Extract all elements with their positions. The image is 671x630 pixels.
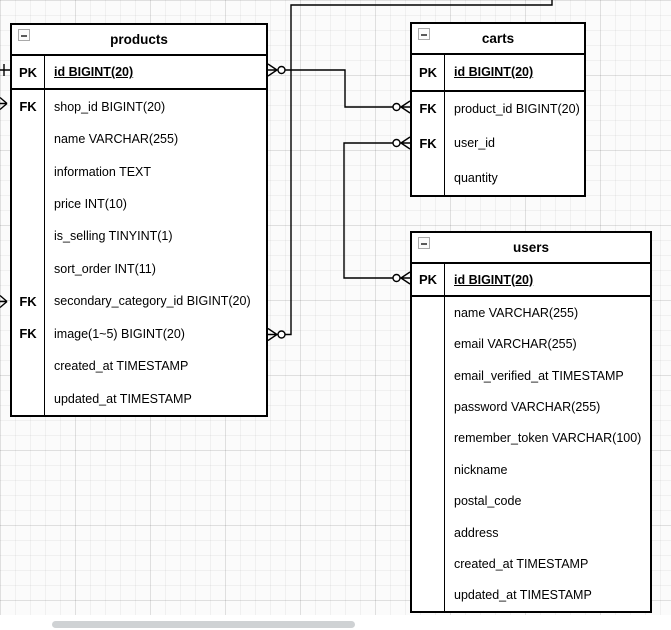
row-field-text: id BIGINT(20) bbox=[54, 65, 134, 80]
table-row[interactable]: PK id BIGINT(20) bbox=[412, 264, 650, 298]
row-field-text: secondary_category_id BIGINT(20) bbox=[54, 294, 251, 309]
table-row[interactable]: FK user_id bbox=[412, 126, 584, 161]
entity-users[interactable]: users PK id BIGINT(20) name VARCHAR(255)… bbox=[410, 231, 652, 613]
collapse-icon[interactable] bbox=[18, 29, 30, 41]
table-row[interactable]: postal_code bbox=[412, 485, 650, 517]
row-field-text: price INT(10) bbox=[54, 197, 127, 212]
entity-products[interactable]: products PK id BIGINT(20) FK shop_id BIG… bbox=[10, 23, 268, 417]
horizontal-scrollbar[interactable] bbox=[52, 621, 355, 628]
entity-carts-rows: PK id BIGINT(20) FK product_id BIGINT(20… bbox=[412, 55, 584, 195]
row-field-text: name VARCHAR(255) bbox=[454, 306, 579, 321]
row-field-text: updated_at TIMESTAMP bbox=[54, 391, 192, 406]
row-key-label bbox=[412, 297, 445, 329]
row-field-text: name VARCHAR(255) bbox=[54, 132, 179, 147]
row-key-label bbox=[412, 160, 445, 195]
row-field-text: id BIGINT(20) bbox=[454, 65, 534, 80]
row-key-label bbox=[412, 579, 445, 611]
entity-title: products bbox=[110, 32, 168, 47]
row-field-text: shop_id BIGINT(20) bbox=[54, 99, 166, 114]
row-key-label bbox=[12, 382, 45, 415]
entity-products-header[interactable]: products bbox=[12, 25, 266, 56]
row-key-label bbox=[412, 391, 445, 423]
entity-carts-header[interactable]: carts bbox=[412, 24, 584, 55]
row-field-text: id BIGINT(20) bbox=[454, 272, 534, 287]
row-field-text: created_at TIMESTAMP bbox=[454, 556, 589, 571]
row-key-label bbox=[412, 422, 445, 455]
table-row[interactable]: name VARCHAR(255) bbox=[12, 122, 266, 156]
row-field-text: remember_token VARCHAR(100) bbox=[454, 431, 642, 446]
row-field-text: is_selling TINYINT(1) bbox=[54, 229, 173, 244]
table-row[interactable]: is_selling TINYINT(1) bbox=[12, 220, 266, 253]
table-row[interactable]: email_verified_at TIMESTAMP bbox=[412, 360, 650, 392]
row-key-label: FK bbox=[12, 285, 45, 318]
table-row[interactable]: FK secondary_category_id BIGINT(20) bbox=[12, 285, 266, 318]
row-key-label bbox=[12, 220, 45, 253]
entity-title: carts bbox=[481, 31, 515, 46]
row-key-label: FK bbox=[12, 90, 45, 123]
table-row[interactable]: name VARCHAR(255) bbox=[412, 297, 650, 329]
table-row[interactable]: sort_order INT(11) bbox=[12, 252, 266, 286]
row-key-label bbox=[12, 187, 45, 221]
row-key-label bbox=[412, 485, 445, 517]
row-key-label bbox=[412, 360, 445, 392]
entity-users-header[interactable]: users bbox=[412, 233, 650, 264]
row-key-label: FK bbox=[12, 317, 45, 351]
entity-users-rows: PK id BIGINT(20) name VARCHAR(255) email… bbox=[412, 264, 650, 611]
table-row[interactable]: created_at TIMESTAMP bbox=[12, 350, 266, 383]
collapse-icon[interactable] bbox=[418, 28, 430, 40]
row-key-label: FK bbox=[412, 126, 445, 161]
row-field-text: nickname bbox=[454, 462, 508, 477]
row-key-label bbox=[12, 350, 45, 383]
row-field-text: created_at TIMESTAMP bbox=[54, 359, 189, 374]
row-field-text: email_verified_at TIMESTAMP bbox=[454, 368, 624, 383]
row-field-text: sort_order INT(11) bbox=[54, 261, 156, 276]
row-field-text: updated_at TIMESTAMP bbox=[454, 588, 592, 603]
entity-products-rows: PK id BIGINT(20) FK shop_id BIGINT(20) n… bbox=[12, 56, 266, 415]
table-row[interactable]: email VARCHAR(255) bbox=[412, 328, 650, 361]
row-field-text: quantity bbox=[454, 170, 498, 185]
collapse-icon[interactable] bbox=[418, 237, 430, 249]
row-field-text: email VARCHAR(255) bbox=[454, 337, 577, 352]
row-key-label bbox=[12, 252, 45, 286]
table-row[interactable]: remember_token VARCHAR(100) bbox=[412, 422, 650, 455]
entity-title: users bbox=[512, 240, 550, 255]
row-key-label bbox=[12, 122, 45, 156]
row-field-text: image(1~5) BIGINT(20) bbox=[54, 326, 185, 341]
table-row[interactable]: PK id BIGINT(20) bbox=[412, 55, 584, 92]
table-row[interactable]: information TEXT bbox=[12, 155, 266, 188]
table-row[interactable]: FK shop_id BIGINT(20) bbox=[12, 90, 266, 123]
table-row[interactable]: updated_at TIMESTAMP bbox=[412, 579, 650, 611]
row-key-label: PK bbox=[412, 264, 445, 296]
row-key-label bbox=[412, 454, 445, 486]
table-row[interactable]: password VARCHAR(255) bbox=[412, 391, 650, 423]
row-field-text: address bbox=[454, 525, 499, 540]
table-row[interactable]: price INT(10) bbox=[12, 187, 266, 221]
table-row[interactable]: nickname bbox=[412, 454, 650, 486]
table-row[interactable]: PK id BIGINT(20) bbox=[12, 56, 266, 91]
table-row[interactable]: updated_at TIMESTAMP bbox=[12, 382, 266, 415]
row-key-label bbox=[12, 155, 45, 188]
row-field-text: postal_code bbox=[454, 494, 522, 509]
row-key-label bbox=[412, 516, 445, 549]
table-row[interactable]: FK product_id BIGINT(20) bbox=[412, 91, 584, 126]
row-key-label bbox=[412, 548, 445, 580]
row-key-label: PK bbox=[12, 56, 45, 89]
row-field-text: information TEXT bbox=[54, 164, 152, 179]
row-field-text: product_id BIGINT(20) bbox=[454, 101, 580, 116]
table-row[interactable]: quantity bbox=[412, 160, 584, 195]
row-key-label: FK bbox=[412, 91, 445, 126]
table-row[interactable]: address bbox=[412, 516, 650, 549]
table-row[interactable]: FK image(1~5) BIGINT(20) bbox=[12, 317, 266, 351]
table-row[interactable]: created_at TIMESTAMP bbox=[412, 548, 650, 580]
row-key-label bbox=[412, 328, 445, 361]
entity-carts[interactable]: carts PK id BIGINT(20) FK product_id BIG… bbox=[410, 22, 586, 197]
row-key-label: PK bbox=[412, 55, 445, 90]
row-field-text: user_id bbox=[454, 136, 495, 151]
row-field-text: password VARCHAR(255) bbox=[454, 400, 601, 415]
